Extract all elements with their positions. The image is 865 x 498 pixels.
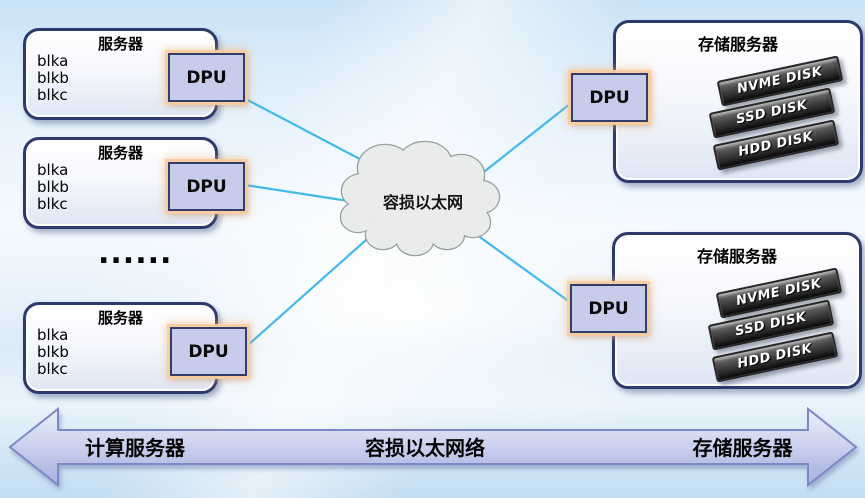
block-device: blkc <box>37 195 68 213</box>
dpu-storage-2: DPU <box>570 284 647 333</box>
connection-line-storage1-cloud <box>479 99 576 176</box>
arrow-label-lossy-ethernet: 容损以太网络 <box>365 436 485 460</box>
dpu-storage-1: DPU <box>571 73 648 122</box>
compute-server-box-2: 服务器 blka blkb blkc <box>23 137 218 229</box>
storage-server-title: 存储服务器 <box>696 247 777 266</box>
storage-server-title: 存储服务器 <box>697 35 778 54</box>
block-device: blkb <box>37 178 69 196</box>
arrow-label-compute-servers: 计算服务器 <box>85 436 185 460</box>
dpu-compute-3: DPU <box>170 327 247 376</box>
block-device: blkc <box>37 86 68 104</box>
connection-line-server3-cloud <box>247 231 376 346</box>
connection-line-server2-cloud <box>244 183 356 204</box>
storage-server-box-2: 存储服务器 NVME DISK SSD DISK HDD DISK <box>612 232 862 389</box>
block-device: blka <box>37 161 69 179</box>
cloud-label: 容损以太网 <box>382 193 463 212</box>
block-device: blkb <box>37 343 69 361</box>
dpu-compute-1: DPU <box>168 53 245 102</box>
block-list: blka blkb blkc <box>26 53 215 104</box>
block-device: blka <box>37 326 69 344</box>
block-device: blka <box>37 52 69 70</box>
server-title: 服务器 <box>97 309 143 327</box>
storage-server-box-1: 存储服务器 NVME DISK SSD DISK HDD DISK <box>613 20 863 183</box>
block-device: blkb <box>37 69 69 87</box>
dpu-compute-2: DPU <box>168 162 245 211</box>
connection-line-storage2-cloud <box>476 234 575 306</box>
block-list: blka blkb blkc <box>26 162 215 213</box>
bidirectional-arrow <box>8 406 858 488</box>
block-device: blkc <box>37 360 68 378</box>
server-title: 服务器 <box>97 144 143 162</box>
block-list: blka blkb blkc <box>26 327 215 378</box>
arrow-label-storage-servers: 存储服务器 <box>692 436 793 460</box>
more-servers-ellipsis: ...... <box>98 236 173 271</box>
server-title: 服务器 <box>97 35 143 53</box>
